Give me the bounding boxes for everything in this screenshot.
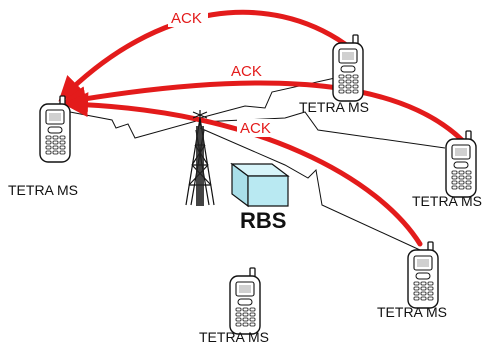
terminal-label-top-right: TETRA MS [299, 99, 369, 115]
ack-label-1: ACK [171, 10, 202, 27]
ack-arrows [58, 9, 465, 247]
link-left-phone [69, 111, 201, 139]
link-top-right-phone [199, 77, 336, 119]
terminal-label-right: TETRA MS [412, 193, 482, 209]
mobile-phone-icon-left [39, 95, 71, 163]
mobile-phone-icon-bottom [229, 267, 261, 335]
mobile-phone-icon-lower-right [407, 241, 439, 309]
station-label: RBS [240, 208, 286, 233]
ack-label-2: ACK [231, 63, 262, 80]
ack-arrow-top [58, 9, 348, 102]
terminal-label-lower-right: TETRA MS [377, 304, 447, 320]
link-lower-right-phone [199, 127, 421, 251]
ack-arrow-middle [61, 80, 465, 143]
terminal-label-left: TETRA MS [8, 182, 78, 198]
ack-label-3: ACK [240, 120, 271, 137]
ack-arrow-bottom [63, 92, 423, 247]
ack-label-2-group: ACK [228, 62, 268, 80]
terminal-label-bottom: TETRA MS [199, 329, 269, 345]
ack-label-3-group: ACK [237, 119, 277, 137]
mobile-phone-icon-right [445, 130, 477, 198]
ack-label-1-group: ACK [168, 9, 208, 27]
radio-tower-icon [185, 110, 215, 206]
base-station-box-icon [230, 162, 290, 208]
mobile-phone-icon-top-right [332, 34, 364, 102]
